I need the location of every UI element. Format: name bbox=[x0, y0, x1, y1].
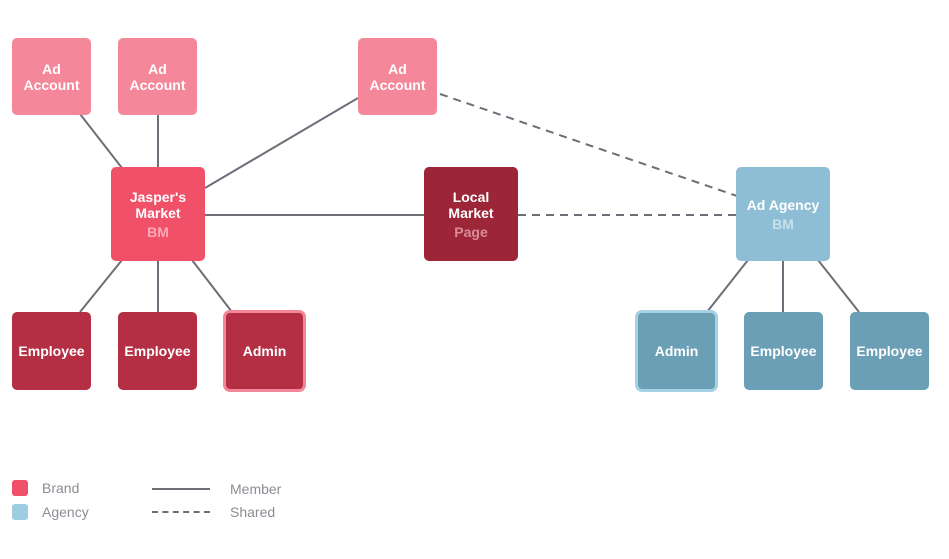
edge-ad-account-3-to-agency-shared bbox=[439, 93, 738, 197]
node-label-line2: Market bbox=[448, 204, 494, 221]
dashed-line-sample bbox=[152, 511, 210, 513]
node-type-label: Page bbox=[454, 223, 488, 240]
local-market-page-node[interactable]: Local Market Page bbox=[424, 167, 518, 261]
agency-swatch bbox=[12, 504, 28, 520]
legend-brand: Brand bbox=[12, 480, 79, 496]
node-label-line1: Ad bbox=[42, 60, 61, 77]
node-label: Employee bbox=[124, 343, 191, 359]
edge-jaspers-to-admin bbox=[191, 259, 233, 313]
node-label-line2: Market bbox=[135, 204, 181, 221]
node-label-line2: Account bbox=[23, 76, 80, 93]
node-label-line2: Account bbox=[129, 76, 186, 93]
node-label: Employee bbox=[856, 343, 923, 359]
agency-employee-node-2[interactable]: Employee bbox=[850, 312, 929, 390]
node-label: Admin bbox=[654, 343, 699, 359]
legend-brand-label: Brand bbox=[42, 480, 80, 496]
legend-shared: Shared bbox=[152, 504, 275, 520]
legend-shared-label: Shared bbox=[230, 504, 276, 520]
jaspers-market-bm-node[interactable]: Jasper's Market BM bbox=[111, 167, 205, 261]
legend-member-label: Member bbox=[230, 481, 282, 497]
ad-account-node-1[interactable]: Ad Account bbox=[12, 38, 91, 115]
node-label-line1: Jasper's bbox=[129, 188, 187, 205]
edge-agency-to-admin bbox=[706, 259, 749, 313]
legend-agency-label: Agency bbox=[42, 504, 89, 520]
ad-account-node-2[interactable]: Ad Account bbox=[118, 38, 197, 115]
node-label-line1: Local bbox=[452, 188, 490, 205]
brand-employee-node-1[interactable]: Employee bbox=[12, 312, 91, 390]
brand-employee-node-2[interactable]: Employee bbox=[118, 312, 197, 390]
solid-line-sample bbox=[152, 488, 210, 490]
agency-admin-node[interactable]: Admin bbox=[635, 310, 718, 392]
ad-account-node-3[interactable]: Ad Account bbox=[358, 38, 437, 115]
node-label-line1: Ad bbox=[148, 60, 167, 77]
node-type-label: BM bbox=[147, 223, 169, 240]
brand-admin-node[interactable]: Admin bbox=[223, 310, 306, 392]
node-label-line2: Account bbox=[369, 76, 426, 93]
node-label: Employee bbox=[18, 343, 85, 359]
node-type-label: BM bbox=[772, 215, 794, 232]
edge-ad-account-1-to-jaspers bbox=[79, 113, 123, 169]
node-label: Employee bbox=[750, 343, 817, 359]
edge-ad-account-3-to-jaspers bbox=[204, 97, 359, 189]
brand-swatch bbox=[12, 480, 28, 496]
legend-agency: Agency bbox=[12, 504, 89, 520]
edge-agency-to-employee-2 bbox=[817, 259, 860, 313]
edge-jaspers-to-employee-1 bbox=[79, 259, 123, 313]
node-label-line1: Ad bbox=[388, 60, 407, 77]
node-label-line1: Ad Agency bbox=[746, 196, 820, 213]
agency-employee-node-1[interactable]: Employee bbox=[744, 312, 823, 390]
node-label: Admin bbox=[242, 343, 287, 359]
legend-member: Member bbox=[152, 481, 281, 497]
ad-agency-bm-node[interactable]: Ad Agency BM bbox=[736, 167, 830, 261]
